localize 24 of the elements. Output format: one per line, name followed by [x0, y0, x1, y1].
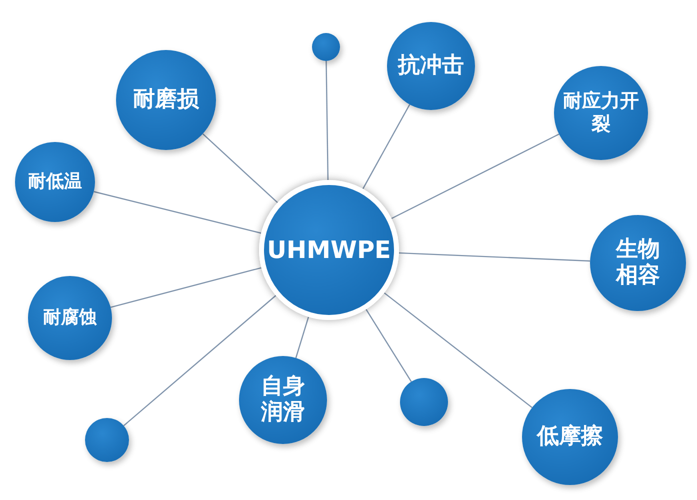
connector-line	[202, 133, 278, 204]
connector-line	[94, 191, 262, 234]
connector-line	[123, 295, 276, 426]
feature-label: 耐腐蚀	[43, 307, 97, 329]
connector-line	[295, 316, 310, 358]
circle-node	[312, 33, 340, 61]
feature-label: 自身润滑	[260, 374, 306, 426]
feature-label: 耐低温	[28, 171, 82, 193]
feature-label: 生物相容	[614, 236, 661, 290]
connector-line	[398, 252, 590, 262]
circle-node	[400, 378, 448, 426]
feature-label: 耐应力开裂	[562, 90, 640, 136]
circle-node	[85, 418, 129, 462]
feature-label: 耐磨损	[133, 86, 199, 114]
feature-label: 低摩擦	[537, 424, 603, 450]
connector-line	[326, 60, 329, 180]
hub-label: UHMWPE	[267, 236, 391, 264]
connector-line	[362, 104, 410, 190]
feature-label: 抗冲击	[398, 52, 464, 80]
connector-line	[384, 292, 532, 408]
connector-line	[391, 134, 560, 220]
connector-line	[110, 267, 262, 308]
connector-line	[366, 309, 412, 382]
feature-circle	[522, 389, 618, 485]
